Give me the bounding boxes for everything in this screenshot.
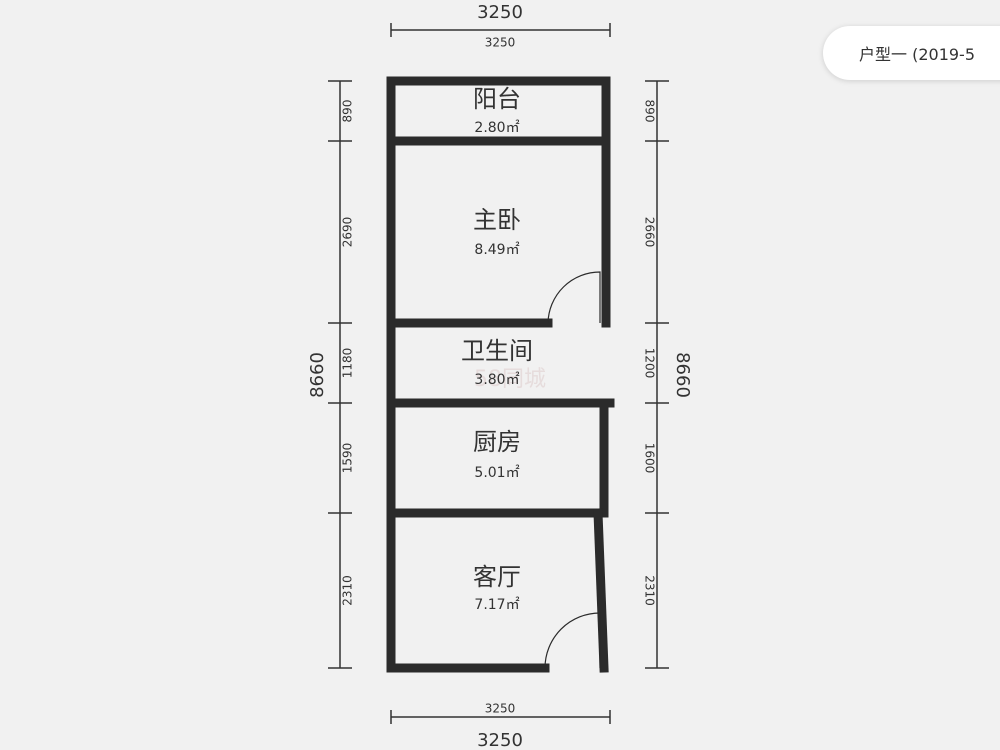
dimension-label: 2310 [643,575,657,606]
room-name: 阳台 [473,85,521,113]
dimension-label: 3250 [477,2,523,23]
dimension-label: 3250 [485,702,516,716]
dimension-total-right: 8660 [672,352,693,398]
dimension-label: 2690 [341,217,355,248]
room-name: 客厅 [473,563,521,591]
dimension-label: 3250 [477,730,523,750]
dimension-label: 2310 [341,575,355,606]
dimension-label: 890 [341,100,355,123]
dimension-total-left: 8660 [307,352,328,398]
dimension-label: 1180 [341,348,355,379]
wall [593,508,609,673]
room-area: 5.01㎡ [474,465,519,481]
room-area: 8.49㎡ [474,242,519,258]
dimension-label: 3250 [485,36,516,50]
badge-label: 户型一 (2019-5 [859,45,976,64]
dimension-label: 2660 [643,217,657,248]
dimension-label: 1600 [643,443,657,474]
door-swing-entry [544,612,601,669]
room-area: 2.80㎡ [474,120,519,136]
room-name: 厨房 [473,428,521,456]
dimension-label: 890 [643,100,657,123]
floor-plan-title-badge[interactable]: 户型一 (2019-5 [823,26,1000,80]
room-area: 7.17㎡ [474,597,519,613]
watermark: 58同城 [474,367,546,392]
room-name: 卫生间 [461,337,533,365]
room-area: 3.80㎡ [474,372,519,388]
dimension-label: 1590 [341,443,355,474]
room-name: 主卧 [473,206,521,234]
dimension-label: 1200 [643,348,657,379]
door-swing-bedroom [547,271,601,324]
